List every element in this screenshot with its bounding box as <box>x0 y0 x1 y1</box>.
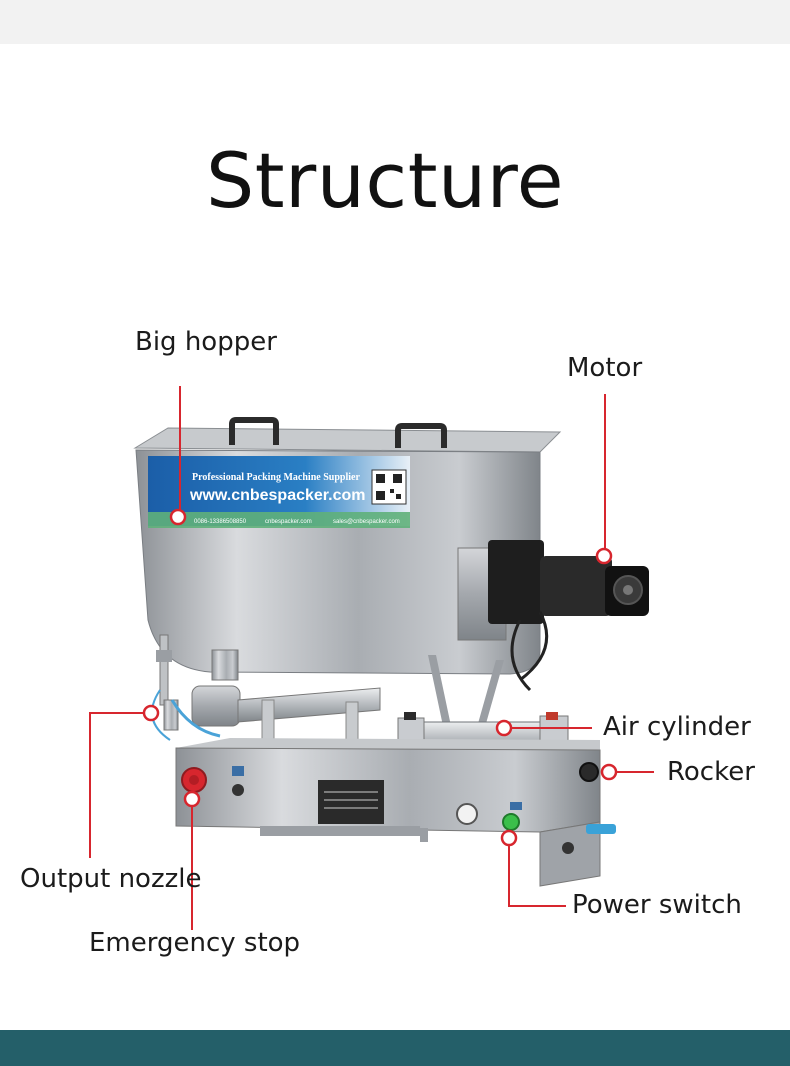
power-switch-button <box>502 813 520 831</box>
callout-dot-power-switch <box>500 829 518 847</box>
top-band <box>0 0 790 44</box>
bottom-band <box>0 1030 790 1066</box>
rocker-wheel <box>579 762 599 782</box>
pressure-gauge <box>456 803 478 825</box>
sticker-line2: www.cnbespacker.com <box>189 487 365 504</box>
sticker-line1: Professional Packing Machine Supplier <box>192 472 360 483</box>
callout-dot-output-nozzle <box>142 704 160 722</box>
motor-shape <box>457 540 649 692</box>
sticker-web: cnbespacker.com <box>265 519 312 525</box>
label-big-hopper: Big hopper <box>135 327 277 357</box>
hopper-handle-left <box>229 417 279 445</box>
label-rocker: Rocker <box>667 757 755 787</box>
callout-markers <box>142 508 618 847</box>
label-output-nozzle: Output nozzle <box>20 864 202 894</box>
nameplate <box>318 780 384 824</box>
label-motor: Motor <box>567 353 643 383</box>
page-title: Structure <box>205 136 565 225</box>
callout-dot-rocker <box>600 763 618 781</box>
big-hopper-shape: Professional Packing Machine Supplier ww… <box>133 417 562 780</box>
sticker-email: sales@cnbespacker.com <box>333 519 400 525</box>
label-air-cylinder: Air cylinder <box>603 712 751 742</box>
hopper-handle-right <box>395 423 447 448</box>
callout-dot-air-cylinder <box>495 719 513 737</box>
callout-dot-motor <box>595 547 613 565</box>
label-emergency-stop: Emergency stop <box>89 928 301 958</box>
callout-dot-emergency-stop <box>183 790 201 808</box>
label-power-switch: Power switch <box>572 890 742 920</box>
callout-line-power-switch <box>508 838 566 907</box>
base-cabinet <box>175 738 616 887</box>
callout-line-output-nozzle <box>89 712 150 858</box>
hopper-sticker: Professional Packing Machine Supplier ww… <box>148 456 410 528</box>
callout-lines <box>89 386 654 930</box>
sticker-phone: 0086-13386508850 <box>194 519 247 525</box>
callout-dot-big-hopper <box>169 508 187 526</box>
